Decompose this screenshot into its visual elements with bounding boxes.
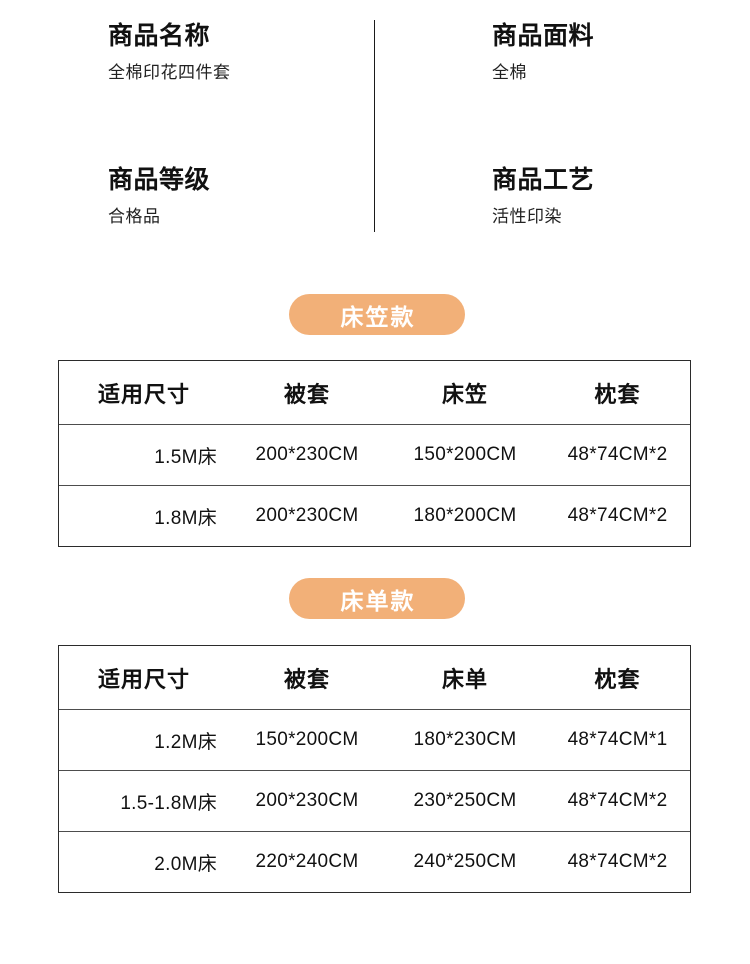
cell-duvet: 200*230CM: [255, 444, 359, 465]
spec-vertical-divider: [374, 20, 375, 232]
spec-value: 全棉: [492, 62, 527, 82]
column-header-sheet: 床笠: [441, 381, 488, 407]
column-header-sheet: 床单: [441, 666, 488, 692]
column-header-pillow: 枕套: [594, 381, 641, 407]
product-spec-block: 商品名称 全棉印花四件套 商品面料 全棉 商品等级 合格品 商品工艺 活性印染: [0, 0, 750, 252]
column-header-size: 适用尺寸: [97, 666, 190, 692]
cell-pillow: 48*74CM*2: [567, 851, 668, 872]
cell-pillow: 48*74CM*2: [567, 790, 668, 811]
spec-label: 商品面料: [492, 22, 595, 50]
cell-pillow: 48*74CM*2: [567, 444, 668, 465]
cell-size: 1.8M床: [154, 507, 217, 529]
spec-label: 商品工艺: [492, 166, 595, 194]
column-header-duvet: 被套: [283, 666, 330, 692]
cell-pillow: 48*74CM*2: [567, 505, 668, 526]
spec-item-fabric: 商品面料 全棉: [492, 22, 594, 83]
cell-duvet: 150*200CM: [255, 729, 359, 750]
table-row: 2.0M床 220*240CM 240*250CM 48*74CM*2: [59, 831, 690, 892]
size-table-fitted-sheet: 适用尺寸 被套 床笠 枕套 1.5M床 200*230CM 150*200CM …: [58, 360, 691, 547]
column-header-pillow: 枕套: [594, 666, 641, 692]
spec-label: 商品名称: [108, 22, 211, 50]
section-badge-flat-sheet: 床单款: [289, 578, 465, 619]
size-table-flat-sheet: 适用尺寸 被套 床单 枕套 1.2M床 150*200CM 180*230CM …: [58, 645, 691, 893]
cell-sheet: 240*250CM: [413, 851, 517, 872]
cell-size: 1.2M床: [154, 731, 217, 753]
table-header-row: 适用尺寸 被套 床笠 枕套: [59, 361, 690, 424]
table-row: 1.5M床 200*230CM 150*200CM 48*74CM*2: [59, 424, 690, 485]
section-badge-fitted-sheet: 床笠款: [289, 294, 465, 335]
spec-value: 活性印染: [492, 206, 562, 226]
cell-size: 1.5M床: [154, 446, 217, 468]
table-header-row: 适用尺寸 被套 床单 枕套: [59, 646, 690, 709]
spec-label: 商品等级: [108, 166, 211, 194]
spec-item-grade: 商品等级 合格品: [108, 166, 210, 227]
cell-sheet: 180*230CM: [413, 729, 517, 750]
cell-duvet: 200*230CM: [255, 505, 359, 526]
table-row: 1.5-1.8M床 200*230CM 230*250CM 48*74CM*2: [59, 770, 690, 831]
column-header-duvet: 被套: [283, 381, 330, 407]
cell-duvet: 220*240CM: [255, 851, 359, 872]
cell-sheet: 150*200CM: [413, 444, 517, 465]
table-row: 1.2M床 150*200CM 180*230CM 48*74CM*1: [59, 709, 690, 770]
spec-value: 全棉印花四件套: [108, 62, 231, 82]
spec-value: 合格品: [108, 206, 161, 226]
table-row: 1.8M床 200*230CM 180*200CM 48*74CM*2: [59, 485, 690, 546]
cell-size: 2.0M床: [154, 853, 217, 875]
spec-item-craft: 商品工艺 活性印染: [492, 166, 594, 227]
spec-item-product-name: 商品名称 全棉印花四件套: [108, 22, 231, 83]
cell-pillow: 48*74CM*1: [567, 729, 668, 750]
column-header-size: 适用尺寸: [97, 381, 190, 407]
cell-sheet: 180*200CM: [413, 505, 517, 526]
cell-size: 1.5-1.8M床: [120, 792, 217, 814]
cell-sheet: 230*250CM: [413, 790, 517, 811]
cell-duvet: 200*230CM: [255, 790, 359, 811]
